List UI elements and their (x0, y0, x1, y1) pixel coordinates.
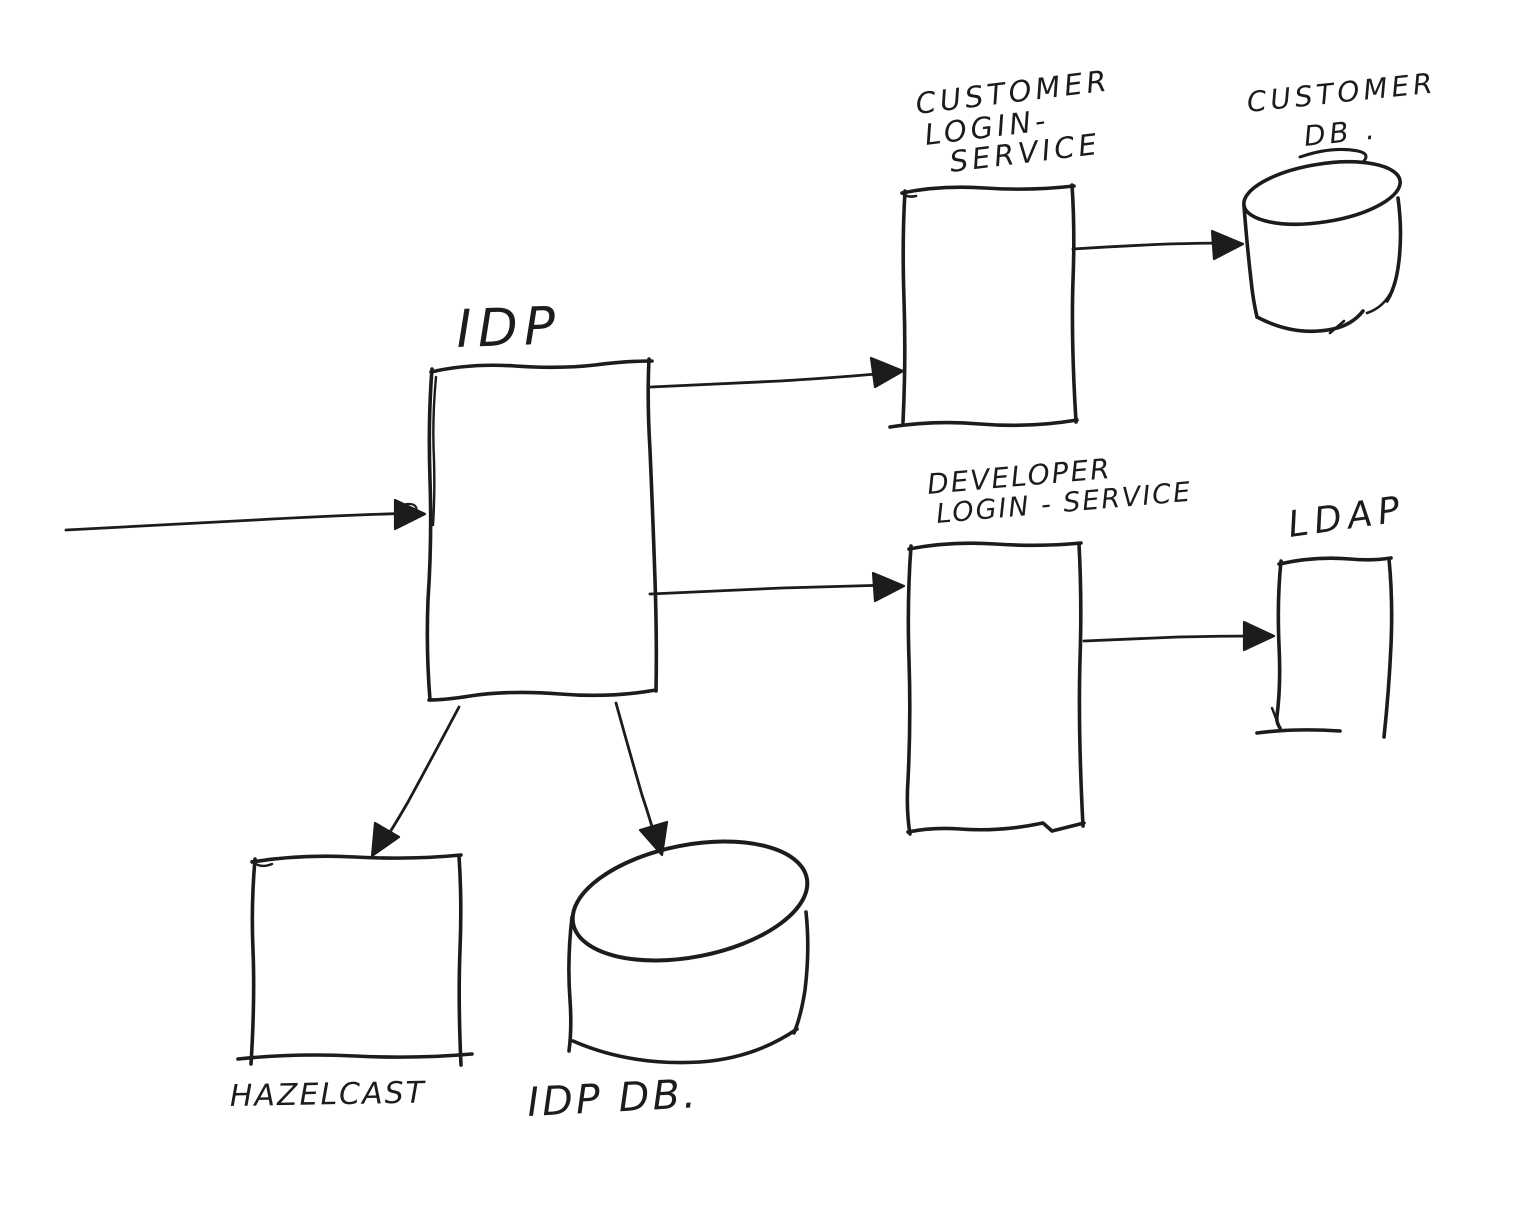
developer-login-service-box (905, 541, 1086, 836)
arrow-external-to-idp (64, 511, 421, 532)
idp-box (425, 357, 659, 702)
ldap-box (1255, 556, 1394, 739)
arrow-idp-to-hazelcast (379, 705, 461, 848)
arrow-heads (370, 229, 1276, 858)
arrowhead-external-to-idp (393, 498, 427, 531)
arrowhead-idp-to-idp-db (638, 820, 669, 857)
ink-layer (64, 148, 1403, 1067)
ldap-label: LDAP (1286, 489, 1409, 546)
arrowhead-idp-to-hazelcast (370, 821, 401, 858)
arrow-idp-to-customer-login (649, 371, 889, 389)
arrow-idp-to-idp-db (614, 701, 658, 843)
customer-db-label-line2: DB . (1302, 112, 1380, 153)
customer-login-service-box (888, 183, 1079, 429)
hazelcast-box (236, 853, 474, 1067)
arrow-developer-login-to-ldap (1082, 634, 1260, 643)
idp-label: IDP (455, 296, 562, 360)
hazelcast-label: HAZELCAST (230, 1076, 427, 1114)
idp-db-cylinder (567, 839, 810, 1065)
idp-db-label: IDP DB. (526, 1071, 700, 1126)
customer-db-cylinder (1242, 148, 1403, 335)
customer-db-label-line1: CUSTOMER (1245, 66, 1438, 119)
arrow-idp-to-developer-login (648, 583, 891, 596)
arrowhead-customer-login-to-customer-db (1210, 229, 1245, 261)
arrowhead-developer-login-to-ldap (1242, 620, 1276, 652)
label-layer: IDP CUSTOMER LOGIN- SERVICE CUSTOMER DB … (230, 63, 1438, 1126)
arrow-shafts (64, 241, 1260, 848)
arrow-customer-login-to-customer-db (1071, 241, 1229, 251)
